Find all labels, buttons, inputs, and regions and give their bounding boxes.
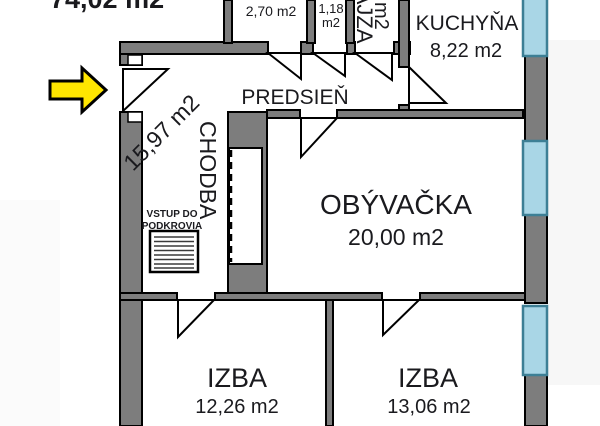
walls — [119, 0, 548, 426]
wall-segment — [214, 292, 383, 301]
attic-hatch-icon — [148, 229, 200, 274]
kuchyna-area-label: 8,22 m2 — [430, 40, 502, 62]
door-jamb — [127, 111, 143, 123]
kuchyna-label: KUCHYŇA — [416, 12, 519, 35]
attic-label-line2: PODKROVIA — [142, 221, 203, 232]
wall-segment — [336, 109, 524, 119]
wc-area-unit: m2 — [322, 15, 340, 30]
obyvacka-label: OBÝVAČKA — [320, 189, 472, 220]
wall-segment — [306, 0, 316, 44]
entrance-arrow-icon — [48, 64, 109, 116]
door-swing-izba-right — [382, 299, 422, 338]
window-icon — [521, 139, 549, 217]
attic-label-line1: VSTUP DO — [147, 209, 198, 220]
window-icon — [521, 304, 549, 377]
wall-segment — [345, 0, 355, 44]
background-shade — [548, 40, 600, 385]
bathroom-area-label: 2,70 m2 — [246, 3, 297, 19]
wall-segment — [223, 0, 233, 44]
wall-segment — [119, 292, 178, 301]
door-swing-kuchyna — [408, 64, 449, 104]
window-icon — [521, 0, 549, 58]
izba-right-label: IZBA — [398, 363, 458, 393]
wall-segment — [398, 0, 410, 68]
izba-left-label: IZBA — [207, 363, 267, 393]
wall-segment — [419, 292, 526, 301]
wall-segment — [524, 374, 548, 426]
wall-niche — [228, 147, 263, 265]
door-swing-obyvacka — [300, 117, 340, 160]
spajza-label: ŠPAJZA — [352, 0, 377, 44]
door-swing-bathroom — [265, 52, 302, 82]
izba-right-area-label: 13,06 m2 — [387, 396, 470, 418]
wc-area-value: 1,18 — [318, 1, 343, 16]
door-swing-izba-left — [177, 299, 217, 340]
door-swing-spajza — [351, 52, 393, 82]
wall-segment — [524, 55, 548, 143]
door-swing-wc — [309, 52, 346, 78]
obyvacka-area-label: 20,00 m2 — [348, 224, 444, 250]
doors — [122, 52, 449, 340]
predsien-label: PREDSIEŇ — [241, 86, 348, 109]
izba-left-area-label: 12,26 m2 — [195, 396, 278, 418]
windows — [521, 0, 549, 377]
wall-segment — [325, 299, 334, 426]
wall-segment — [524, 214, 548, 304]
wall-segment — [119, 41, 269, 55]
spajza-unit-label: m2 — [370, 2, 392, 30]
background-shade — [0, 200, 60, 426]
chodba-label: CHODBA — [195, 121, 221, 220]
wall-segment — [266, 109, 301, 119]
door-swing-entrance — [122, 68, 171, 114]
total-area-label: 74,02 m2 — [50, 0, 164, 14]
door-jamb — [127, 54, 143, 66]
